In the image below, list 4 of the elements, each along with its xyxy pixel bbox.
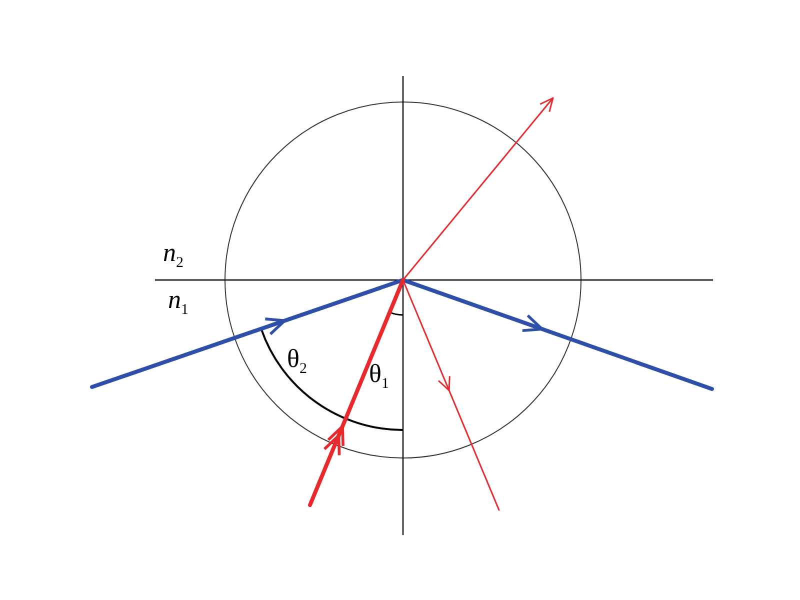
refractive-index-label: n$_{1}$ bbox=[168, 287, 188, 318]
angle-label: θ$_{2}$ bbox=[287, 346, 307, 378]
angle-label: θ$_{1}$ bbox=[369, 361, 389, 392]
refractive-index-label: n$_{2}$ bbox=[163, 240, 184, 272]
